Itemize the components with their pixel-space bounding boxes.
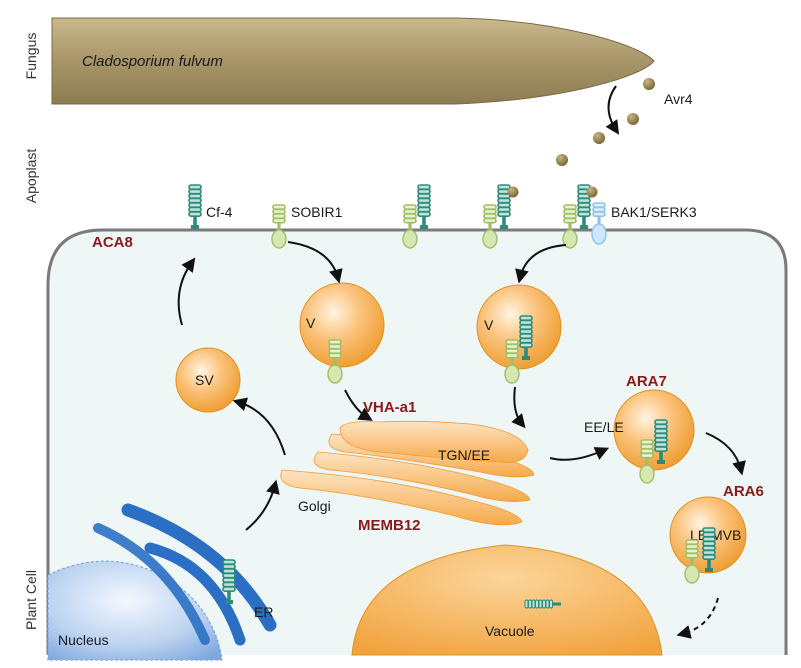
golgi-stack: [280, 420, 535, 526]
label-bak1: BAK1/SERK3: [611, 204, 697, 220]
vesicle-ee-le: [613, 389, 695, 471]
label-tgn-ee: TGN/EE: [438, 447, 490, 463]
endoplasmic-reticulum: [93, 503, 277, 646]
marker-ara7: ARA7: [626, 373, 667, 390]
marker-aca8: ACA8: [92, 234, 133, 251]
membrane-complex-sobir1: [562, 204, 578, 249]
vacuole: [351, 544, 663, 656]
vesicle-v-right: [476, 284, 562, 370]
side-label-fungus: Fungus: [23, 33, 39, 80]
marker-vha-a1: VHA-a1: [363, 399, 416, 416]
label-ee-le: EE/LE: [584, 419, 624, 435]
vesicle-sv: [175, 347, 241, 413]
membrane-pair-2-sobir1: [482, 204, 498, 249]
label-v-right: V: [484, 317, 494, 333]
label-nucleus: Nucleus: [58, 632, 109, 648]
membrane-pair-1-sobir1: [402, 204, 418, 249]
marker-memb12: MEMB12: [358, 517, 421, 534]
label-golgi: Golgi: [298, 498, 331, 514]
label-avr4: Avr4: [664, 91, 693, 107]
label-sv: SV: [195, 372, 214, 388]
membrane-pair-1-cf4: [417, 184, 431, 230]
avr4-effectors: [507, 78, 655, 198]
label-v-left: V: [306, 315, 316, 331]
side-label-plant-cell: Plant Cell: [23, 570, 39, 630]
fungus-name: Cladosporium fulvum: [82, 53, 223, 70]
side-label-apoplast: Apoplast: [23, 149, 39, 204]
label-vacuole: Vacuole: [485, 623, 535, 639]
membrane-complex-bak1: [591, 202, 607, 245]
membrane-sobir1: [271, 204, 287, 249]
membrane-cf4: [188, 184, 202, 230]
marker-ara6: ARA6: [723, 483, 764, 500]
fungus-hypha: [51, 17, 655, 105]
vacuole-receptor-fragment: [524, 599, 561, 609]
label-cf4: Cf-4: [206, 204, 233, 220]
trafficking-arrows: [177, 85, 746, 639]
label-sobir1: SOBIR1: [291, 204, 343, 220]
label-er: ER: [254, 604, 273, 620]
